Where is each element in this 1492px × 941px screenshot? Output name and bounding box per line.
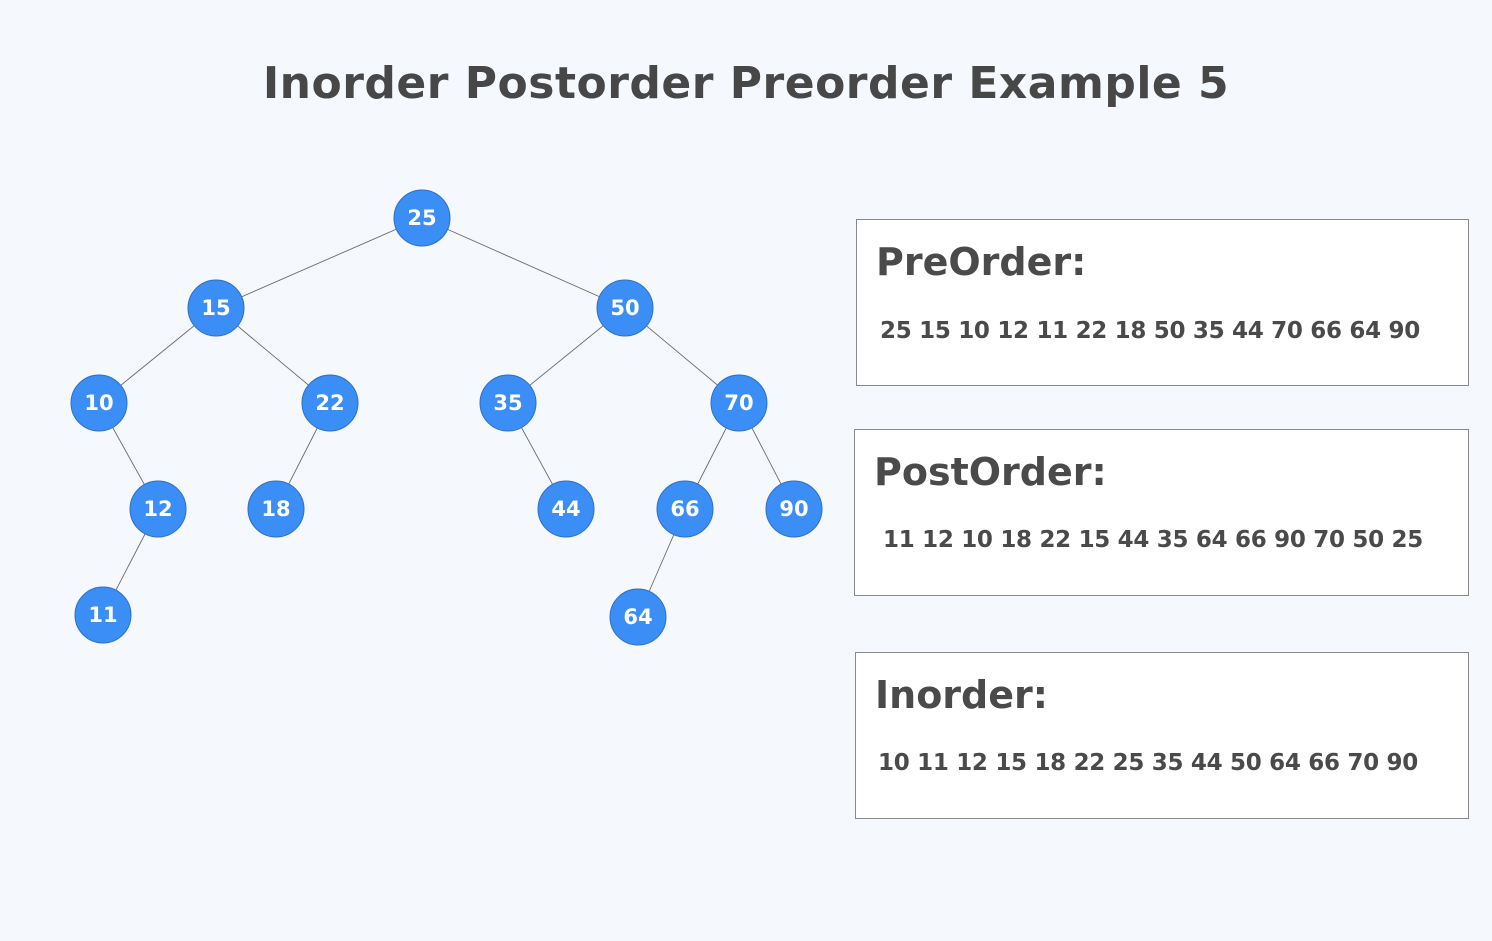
tree-node-label: 50 — [610, 296, 639, 320]
tree-node-label: 66 — [670, 497, 699, 521]
postorder-box: PostOrder: 11 12 10 18 22 15 44 35 64 66… — [854, 429, 1469, 596]
tree-node-18: 18 — [247, 480, 305, 538]
preorder-box: PreOrder: 25 15 10 12 11 22 18 50 35 44 … — [856, 219, 1469, 386]
tree-node-22: 22 — [301, 374, 359, 432]
tree-node-label: 90 — [779, 497, 808, 521]
tree-node-70: 70 — [710, 374, 768, 432]
tree-node-25: 25 — [393, 189, 451, 247]
tree-node-circle — [393, 189, 451, 247]
tree-node-circle — [765, 480, 823, 538]
postorder-sequence: 11 12 10 18 22 15 44 35 64 66 90 70 50 2… — [883, 527, 1423, 553]
tree-node-12: 12 — [129, 480, 187, 538]
tree-node-label: 35 — [493, 391, 522, 415]
tree-edge-25-50 — [421, 217, 626, 309]
tree-node-circle — [301, 374, 359, 432]
tree-node-label: 22 — [315, 391, 344, 415]
tree-node-label: 25 — [407, 206, 436, 230]
tree-nodes: 25 15 50 10 22 35 70 12 18 44 66 90 11 64 — [70, 189, 823, 646]
tree-node-35: 35 — [479, 374, 537, 432]
inorder-heading: Inorder: — [875, 673, 1048, 717]
preorder-sequence: 25 15 10 12 11 22 18 50 35 44 70 66 64 9… — [880, 318, 1420, 344]
tree-node-50: 50 — [596, 279, 654, 337]
tree-node-label: 15 — [201, 296, 230, 320]
tree-node-circle — [187, 279, 245, 337]
tree-node-label: 11 — [88, 603, 117, 627]
tree-node-label: 18 — [261, 497, 290, 521]
tree-node-44: 44 — [537, 480, 595, 538]
inorder-sequence: 10 11 12 15 18 22 25 35 44 50 64 66 70 9… — [878, 750, 1418, 776]
tree-node-circle — [656, 480, 714, 538]
tree-node-circle — [247, 480, 305, 538]
tree-node-label: 44 — [551, 497, 580, 521]
binary-tree-diagram: 25 15 50 10 22 35 70 12 18 44 66 90 11 64 — [70, 189, 823, 646]
tree-node-circle — [74, 586, 132, 644]
tree-node-circle — [710, 374, 768, 432]
tree-node-label: 10 — [84, 391, 113, 415]
tree-node-label: 70 — [724, 391, 753, 415]
tree-node-circle — [129, 480, 187, 538]
tree-node-circle — [479, 374, 537, 432]
tree-node-circle — [596, 279, 654, 337]
tree-node-label: 64 — [623, 605, 652, 629]
page-title: Inorder Postorder Preorder Example 5 — [262, 58, 1230, 109]
tree-node-circle — [70, 374, 128, 432]
tree-node-64: 64 — [609, 588, 667, 646]
tree-node-66: 66 — [656, 480, 714, 538]
tree-node-11: 11 — [74, 586, 132, 644]
tree-node-label: 12 — [143, 497, 172, 521]
inorder-box: Inorder: 10 11 12 15 18 22 25 35 44 50 6… — [855, 652, 1469, 819]
tree-node-15: 15 — [187, 279, 245, 337]
tree-edges — [98, 217, 795, 618]
tree-node-10: 10 — [70, 374, 128, 432]
tree-node-circle — [609, 588, 667, 646]
postorder-heading: PostOrder: — [874, 450, 1107, 494]
preorder-heading: PreOrder: — [876, 240, 1087, 284]
tree-node-90: 90 — [765, 480, 823, 538]
tree-edge-25-15 — [215, 217, 423, 309]
tree-node-circle — [537, 480, 595, 538]
